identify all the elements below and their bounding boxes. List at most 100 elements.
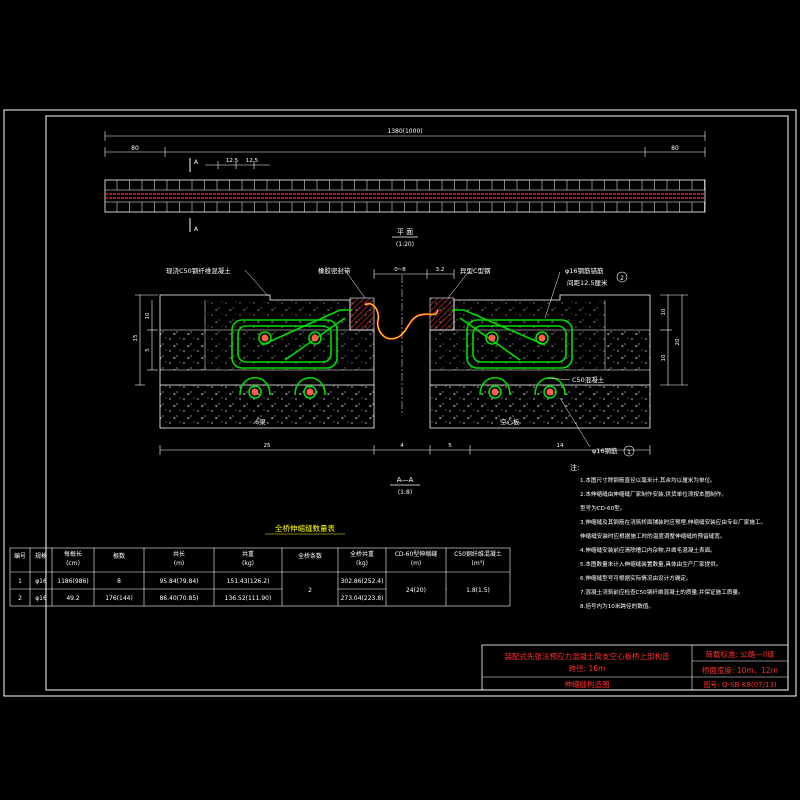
table-cell: 273.04(223.8) (341, 595, 384, 602)
label-seal: 橡胶密封带 (318, 266, 351, 275)
note-line: 2.本伸缩缝由伸缩缝厂家制作安装,供货单位须按本图制作。 (580, 490, 727, 498)
section-title: A—A (397, 476, 414, 484)
callout-circle-1 (623, 445, 635, 457)
table-header-cell: (cm) (66, 560, 80, 567)
label-right-beam: 空心板 (500, 417, 520, 426)
note-line: 8.括号内为10米跨径的数值。 (580, 602, 654, 610)
table-header-cell: 每根长 (64, 550, 82, 558)
title-block: 装配式先张法预应力混凝土简支空心板桥上部构造 跨径: 16m 伸缩缝构造图 荷载… (481, 644, 789, 691)
dim-right-10a: 10 (661, 308, 667, 315)
outer-border (3, 109, 797, 697)
label-concrete: 现浇C50钢纤维混凝土 (166, 266, 231, 275)
table-cell: 136.52(111.90) (225, 595, 272, 602)
right-beam-fill (430, 385, 650, 428)
table-header-cell: 共长 (173, 550, 185, 558)
dim-25: 25 (264, 443, 271, 449)
project-title: 装配式先张法预应力混凝土简支空心板桥上部构造 (505, 651, 670, 661)
rubber-seal-core (364, 303, 439, 340)
deck-width: 桥面宽度: 10m、12m (702, 665, 778, 675)
table-header-cell: (m) (174, 560, 185, 567)
dim-left-5: 5 (145, 348, 151, 352)
dim-right-20: 20 (675, 338, 681, 345)
label-c50: C50混凝土 (572, 375, 605, 384)
left-beam-fill (160, 385, 374, 428)
table-merged-cell: 1.8(1.5) (466, 587, 490, 594)
table-cell: 49.2 (66, 595, 80, 602)
table-title: 全桥伸缩缝数量表 (275, 523, 335, 533)
note-line: 伸缩缝安装时应根据施工时的温度调整伸缩缝的预留缝宽。 (580, 532, 725, 540)
plan-scale: (1:20) (396, 241, 414, 248)
note-line: 5.本图数量未计入伸缩缝装置数量,具体由生产厂家提供。 (580, 560, 721, 568)
plan-left-dim: 80 (131, 145, 139, 152)
label-steel: 异型C型钢 (460, 266, 491, 275)
label-left-beam: 6梁 (255, 417, 266, 426)
plan-total-dim: 1380(1000) (387, 128, 422, 135)
table-header-cell: 共重 (242, 550, 254, 558)
plan-rebar-ticks (116, 180, 705, 212)
plan-title: 平 面 (397, 228, 413, 236)
table-header-cell: (kg) (242, 560, 254, 567)
note-line: 7.混凝土浇筑前应检查C50钢纤维混凝土的质量,并保证施工质量。 (580, 588, 744, 596)
table-cell: 1 (18, 578, 22, 585)
dim-left-10: 10 (145, 312, 151, 319)
plan-gap-b: 12.5 (246, 158, 259, 164)
callout-1: 1 (627, 449, 631, 456)
table-header-cell: 编号 (14, 552, 26, 560)
right-block-fill-a (605, 330, 650, 370)
plan-gap-a: 12.5 (226, 158, 239, 164)
plan-view: 1380(1000) 80 80 12.5 12.5 A A 平 面 (1:20… (104, 128, 706, 248)
table-cell: 86.40(70.85) (159, 595, 198, 602)
drawing-name: 伸缩缝构造图 (565, 679, 610, 689)
left-rebar (231, 309, 352, 399)
dim-left-15: 15 (133, 334, 139, 341)
inner-border (45, 115, 789, 691)
table-header-cell: (m³) (472, 560, 485, 567)
dim-gap: 0~8 (394, 267, 406, 273)
plan-right-dim: 80 (671, 145, 679, 152)
table-border (9, 547, 511, 607)
right-rebar (452, 309, 573, 399)
quantity-table: 全桥伸缩缝数量表 编号规格每根长(cm)根数共长(m)共重(kg)全桥条数全桥共… (9, 523, 511, 607)
table-cell: 2 (18, 595, 22, 602)
table-cell: 176(144) (105, 595, 133, 602)
label-anchor: φ16钢筋 (592, 446, 618, 455)
callout-circle-2 (616, 271, 628, 283)
table-header-cell: (m) (411, 560, 422, 567)
dim-5: 5 (448, 443, 452, 449)
label-rebar: φ16钢筋锚筋 (565, 266, 604, 275)
table-cell: 8 (117, 578, 121, 585)
dim-right-10b: 10 (661, 354, 667, 361)
drawing-number: 图号: Q-SB-K8(07/13) (703, 681, 777, 689)
dim-32: 3.2 (436, 267, 445, 273)
table-cell: 302.86(252.4) (341, 578, 384, 585)
table-merged-cell: 2 (308, 587, 312, 594)
table-cell: 151.43(126.2) (227, 578, 270, 585)
table-cell: φ16 (35, 578, 47, 585)
left-c50-fill (205, 300, 374, 370)
left-block-fill-a (160, 330, 205, 370)
left-rebar-sections (251, 334, 319, 396)
right-rebar-sections (488, 334, 554, 396)
note-line: 6.伸缩缝型号可根据实际情况由设计方确定。 (580, 574, 692, 582)
table-cell: 1186(986) (57, 578, 88, 585)
table-merged-cell: 24(20) (406, 587, 426, 594)
label-spacing: 间距12.5厘米 (567, 278, 608, 287)
table-header-cell: 全桥条数 (298, 552, 322, 560)
section-mark-top: A (194, 159, 199, 166)
span-label: 跨径: 16m (569, 663, 606, 673)
table-header-cell: CD-60型伸缩缝 (395, 550, 438, 558)
notes-heading: 注: (570, 463, 579, 472)
plan-strip (104, 179, 706, 213)
table-header-cell: (kg) (356, 560, 368, 567)
dim-4: 4 (400, 443, 404, 449)
table-header-cell: 全桥共重 (350, 550, 374, 558)
notes: 注: 1.本图尺寸除钢筋直径以毫米计,其余均以厘米为单位。 2.本伸缩缝由伸缩缝厂… (570, 463, 766, 610)
table-header-cell: 规格 (35, 552, 47, 560)
dim-14: 14 (557, 443, 564, 449)
table-cell: 95.84(79.84) (159, 578, 198, 585)
note-line: 型号为CD-60型。 (580, 504, 625, 512)
callout-2: 2 (620, 275, 624, 282)
section-mark-bottom: A (194, 226, 199, 233)
note-line: 1.本图尺寸除钢筋直径以毫米计,其余均以厘米为单位。 (580, 476, 716, 484)
